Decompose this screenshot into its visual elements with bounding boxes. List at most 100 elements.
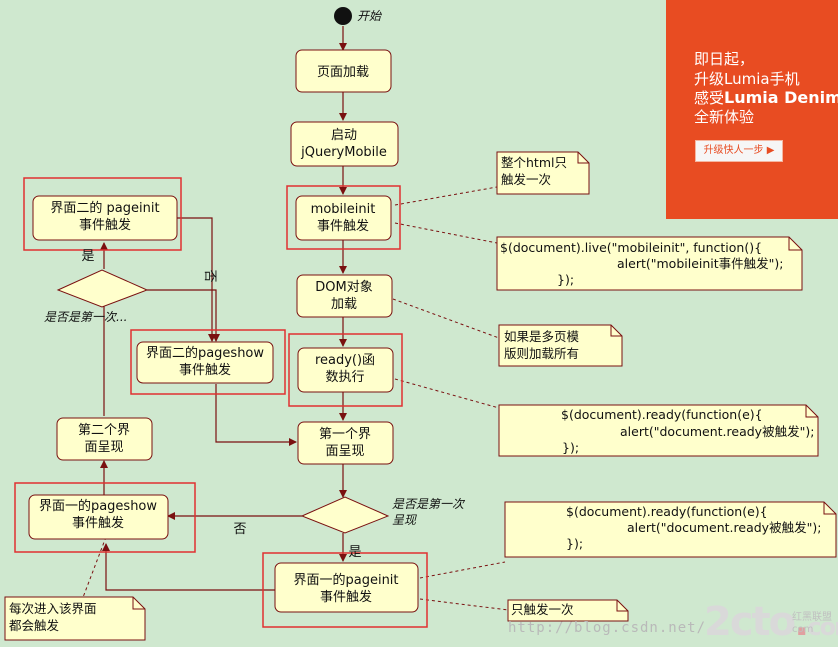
node-ready-line2: 数执行 [325,370,364,385]
decision-first-time-2 [56,269,149,308]
node-p2-pageshow-line2: 事件触发 [179,362,231,378]
edge-label-yes-2: 是 [81,249,94,264]
highlight-ready [288,333,403,407]
note-only-once: 只触发一次 [507,599,629,622]
flow-edges [100,26,347,591]
ad-line-3-prefix: 感受 [694,89,725,107]
edge-p2init-to-p2show [177,217,216,342]
highlight-p2-pageinit [23,177,182,251]
edge-label-no-1: 否 [233,522,246,537]
watermark-tag: 红黑联盟 com [792,612,832,636]
note-ready-code-2: $(document).ready(function(e){ alert("do… [504,501,837,558]
node-start-jqm-line1: 启动 [331,128,357,143]
node-dom-load-line1: DOM对象 [315,280,372,295]
ad-line-2: 升级Lumia手机 [694,70,800,88]
node-ready-line1: ready()函 [315,353,375,368]
note-mobileinit-code: $(document).live("mobileinit", function(… [496,236,803,291]
node-dom-load-line2: 加载 [331,297,357,312]
ad-line-1: 即日起， [694,50,755,68]
watermark-url: http://blog.csdn.net/ [508,620,707,636]
node-first-show-line2: 面呈现 [325,444,364,459]
node-mobileinit-line1: mobileinit [311,202,376,217]
connector-ready-code [394,378,500,409]
start-label: 开始 [357,9,382,23]
note-ready-code-1-line2: alert("document.ready被触发"); [620,424,814,439]
edge-p1init-to-p1show [102,543,275,591]
node-page-load-text: 页面加载 [317,65,369,80]
note-ready-code-1: $(document).ready(function(e){ alert("do… [498,404,819,457]
note-only-once-text: 只触发一次 [511,602,574,617]
connector-mobileinit-code [394,222,498,244]
node-p2-pageinit: 界面二的 pageinit 事件触发 [23,177,182,251]
note-every-time-line1: 每次进入该界面 [9,601,97,616]
note-mobileinit-once: 整个html只 触发一次 [496,151,590,195]
decision-first-time-1-line1: 是否是第一次 [392,497,466,511]
node-p1-pageinit: 界面一的pageinit 事件触发 [262,552,428,628]
edge-p2show-to-firstshow [215,384,297,446]
ad-upgrade-button[interactable]: 升级快人一步 ▶ [695,140,783,162]
node-p2-pageinit-line1: 界面二的 pageinit [50,200,159,216]
watermark-logo-suffix: com [807,613,838,641]
connector-mobileinit-once [394,186,498,206]
edge-decision2-to-p2show [147,289,220,342]
node-p2-pageinit-line2: 事件触发 [79,217,131,233]
connector-p1init-code [419,561,506,579]
node-p1-pageshow-line1: 界面一的pageshow [39,498,157,514]
note-multi-page-line1: 如果是多页模 [504,329,580,344]
start-node [334,7,352,25]
node-mobileinit-line2: 事件触发 [317,218,369,234]
node-start-jqm-line2: jQueryMobile [300,145,387,160]
edge-label-yes-1: 是 [348,545,361,560]
connector-p1show-every [81,536,107,601]
highlight-p2-pageshow [130,329,286,395]
node-p2-pageshow-line1: 界面二的pageshow [146,345,264,361]
node-mobileinit: mobileinit 事件触发 [286,185,401,250]
note-multi-page-line2: 版则加载所有 [504,346,579,361]
note-mobileinit-code-line1: $(document).live("mobileinit", function(… [500,240,762,255]
highlight-p1-pageinit [262,552,428,628]
highlight-mobileinit [286,185,401,250]
connector-multi-page [392,298,500,339]
note-mobileinit-once-line2: 触发一次 [501,172,551,187]
edge-label-no-2: 否 [202,269,217,282]
node-p1-pageshow: 界面一的pageshow 事件触发 [14,482,196,553]
ad-banner[interactable]: 即日起， 升级Lumia手机 感受Lumia Denim 全新体验 升级快人一步… [666,0,838,219]
node-dom-load: DOM对象 加载 [296,274,393,318]
note-every-time: 每次进入该界面 都会触发 [4,596,146,641]
node-ready: ready()函 数执行 [288,333,403,407]
node-first-show: 第一个界 面呈现 [297,421,394,465]
ad-line-3: 感受Lumia Denim [694,87,838,108]
watermark-logo: 2cto.com [704,599,838,645]
node-second-show-line2: 面呈现 [84,440,123,455]
note-mobileinit-once-line1: 整个html只 [501,155,567,170]
note-ready-code-2-line1: $(document).ready(function(e){ [566,504,768,519]
note-ready-code-1-line3: }); [562,440,579,455]
watermark-logo-text: 2cto [704,599,796,645]
ad-line-3-bold: Lumia Denim [724,88,838,107]
decision-first-time-2-label: 是否是第一次... [44,310,127,324]
node-start-jqm: 启动 jQueryMobile [290,121,399,167]
note-multi-page: 如果是多页模 版则加载所有 [498,324,623,367]
note-connectors [81,186,509,611]
watermark-tag-line1: 红黑联盟 [792,612,832,623]
decision-first-time-1 [300,496,390,534]
decision-first-time-1-line2: 呈现 [392,513,417,527]
node-p1-pageinit-line2: 事件触发 [320,589,372,605]
node-p2-pageshow: 界面二的pageshow 事件触发 [130,329,286,395]
ad-line-4: 全新体验 [694,108,755,126]
note-mobileinit-code-line2: alert("mobileinit事件触发"); [617,256,784,271]
watermark-logo-dot: . [794,599,809,645]
note-every-time-line2: 都会触发 [9,618,60,633]
note-ready-code-2-line3: }); [566,536,583,551]
connector-p1init-once [419,598,509,611]
note-ready-code-1-line1: $(document).ready(function(e){ [561,407,763,422]
node-second-show-line1: 第二个界 [78,423,130,438]
note-mobileinit-code-line3: }); [557,272,574,287]
node-p1-pageinit-line1: 界面一的pageinit [293,572,398,588]
highlight-p1-pageshow [14,482,196,553]
node-p1-pageshow-line2: 事件触发 [72,515,124,531]
note-ready-code-2-line2: alert("document.ready被触发"); [627,520,821,535]
node-second-show: 第二个界 面呈现 [56,417,153,461]
node-first-show-line1: 第一个界 [319,427,371,442]
